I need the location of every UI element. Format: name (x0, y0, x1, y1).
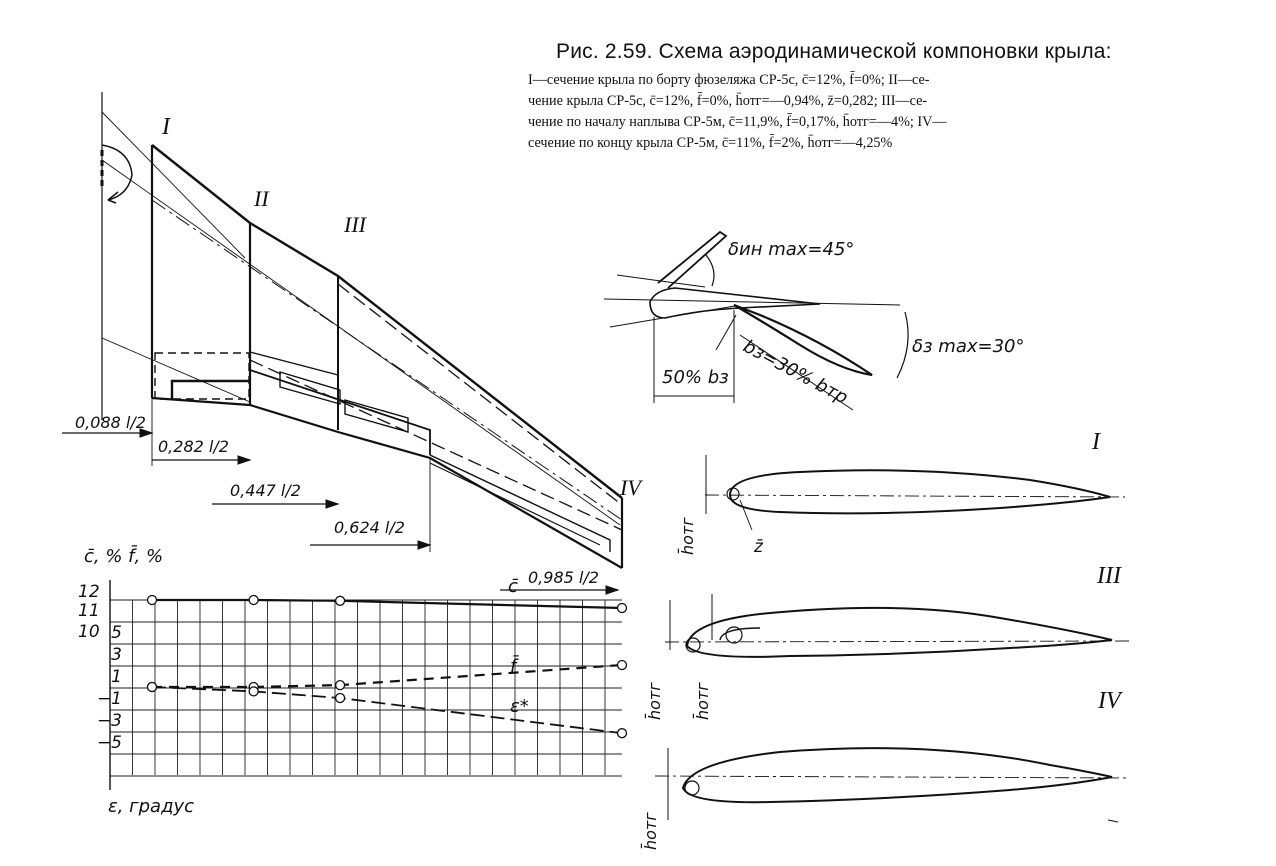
curve-label-eps: ε* (510, 696, 529, 717)
hinge-pos-label: 50% bз (662, 367, 729, 388)
slat-angle-label: δин max=45° (728, 239, 854, 260)
figure-caption: Рис. 2.59. Схема аэродинамической компон… (528, 40, 1258, 154)
data-point (248, 594, 259, 606)
flap-angle-label: δз max=30° (912, 336, 1025, 357)
curve-label-f: f̄ (510, 655, 519, 677)
profile-label-IV: IV (1097, 688, 1123, 714)
flap-detail-labels: δин max=45° δз max=30° bз=30% bтр 50% bз (662, 239, 1025, 408)
data-point (334, 692, 346, 704)
series-line (152, 598, 623, 610)
y-tick-label: 11 (78, 601, 100, 621)
data-point (146, 681, 158, 693)
caption-body: I—сечение крыла по борту фюзеляжа СР-5с,… (528, 70, 1258, 154)
data-point (616, 602, 628, 614)
profile-I (704, 455, 1126, 531)
y-tick-label: 10 (78, 622, 100, 642)
series-line (151, 686, 623, 735)
data-point (146, 594, 158, 606)
span-stations: 0,088 l/2 0,282 l/2 0,447 l/2 0,624 l/2 … (62, 398, 620, 595)
series-line (152, 663, 623, 689)
profile-IV (654, 747, 1131, 823)
data-point (248, 686, 259, 697)
profile-label-I: I (1091, 429, 1101, 455)
station-label: 0,624 l/2 (334, 518, 405, 537)
y-tick-label: −5 (97, 733, 122, 753)
station-label: 0,985 l/2 (528, 568, 599, 587)
wing-planform (100, 92, 624, 569)
caption-line: чение крыла СР-5с, c̄=12%, f̄=0%, h̄отг=… (528, 93, 928, 109)
profile-z-label: z̄ (753, 537, 764, 557)
y-tick-label: −1 (97, 689, 122, 709)
section-label-I: I (161, 114, 171, 140)
station-label: 0,447 l/2 (230, 481, 301, 500)
series-layer (146, 594, 628, 739)
profile-label-III: III (1096, 563, 1122, 589)
station-label: 0,282 l/2 (158, 437, 229, 456)
section-label-II: II (253, 186, 270, 211)
y-tick-label: 12 (78, 582, 100, 602)
section-label-IV: IV (619, 475, 643, 500)
profile-h-label: h̄отг (641, 812, 660, 850)
curve-label-c: c̄ (508, 576, 518, 597)
section-labels: I II III IV (161, 114, 643, 500)
y-tick-label: −3 (97, 711, 122, 731)
flap-detail (603, 230, 909, 411)
y-tick-label: 3 (111, 645, 122, 665)
profile-h-label: h̄отг (693, 682, 712, 720)
data-point (334, 679, 346, 691)
caption-title: Рис. 2.59. Схема аэродинамической компон… (556, 40, 1112, 63)
profile-h-label: h̄отг (678, 517, 697, 555)
y-tick-label: 5 (111, 623, 122, 643)
flap-chord-label: bз=30% bтр (740, 336, 852, 409)
section-label-III: III (343, 212, 368, 237)
y-axis-label-bottom: ε, градус (108, 796, 194, 817)
data-point (616, 728, 628, 739)
y-tick-label: 1 (111, 667, 122, 687)
caption-line: чение по началу наплыва СР-5м, c̄=11,9%,… (528, 114, 947, 130)
profile-h-label: h̄отг (645, 682, 664, 720)
y-axis-label-top: c̄, % f̄, % (84, 545, 163, 567)
station-label: 0,088 l/2 (75, 413, 146, 432)
profile-III (664, 594, 1131, 658)
caption-line: I—сечение крыла по борту фюзеляжа СР-5с,… (528, 72, 930, 88)
data-point (616, 659, 628, 671)
data-point (334, 595, 346, 606)
caption-line: сечение по концу крыла СР-5м, c̄=11%, f̄… (528, 135, 893, 151)
